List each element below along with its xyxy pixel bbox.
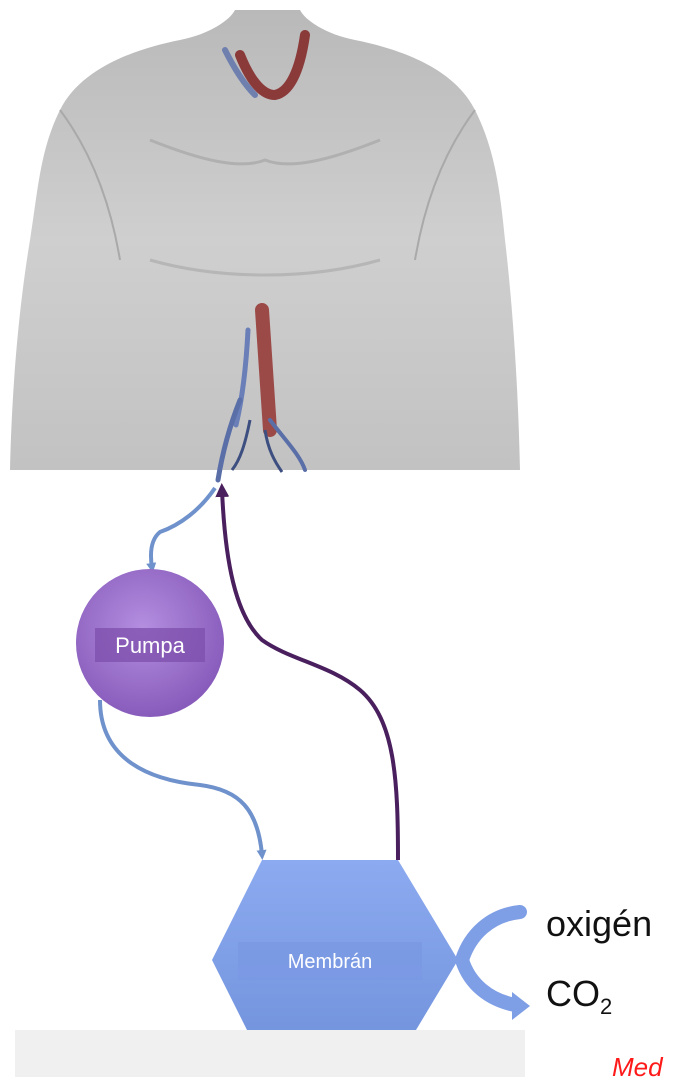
caption-fragment: Med — [612, 1054, 663, 1077]
pump-to-membrane-arrow — [100, 700, 262, 855]
torso-icon — [10, 10, 520, 480]
pump-label: Pumpa — [115, 633, 185, 658]
membrane-label: Membrán — [288, 951, 372, 973]
pump-node: Pumpa — [76, 569, 224, 717]
venous-drainage-arrow — [151, 488, 215, 568]
bottom-band — [15, 1030, 525, 1077]
co2-base: CO — [546, 973, 600, 1014]
oxygen-label: oxigén — [546, 906, 652, 942]
co2-subscript: 2 — [600, 994, 612, 1019]
gas-exchange-arrows-icon — [462, 912, 530, 1020]
co2-label: CO2 — [546, 976, 612, 1018]
arterial-return-arrow — [222, 490, 398, 860]
